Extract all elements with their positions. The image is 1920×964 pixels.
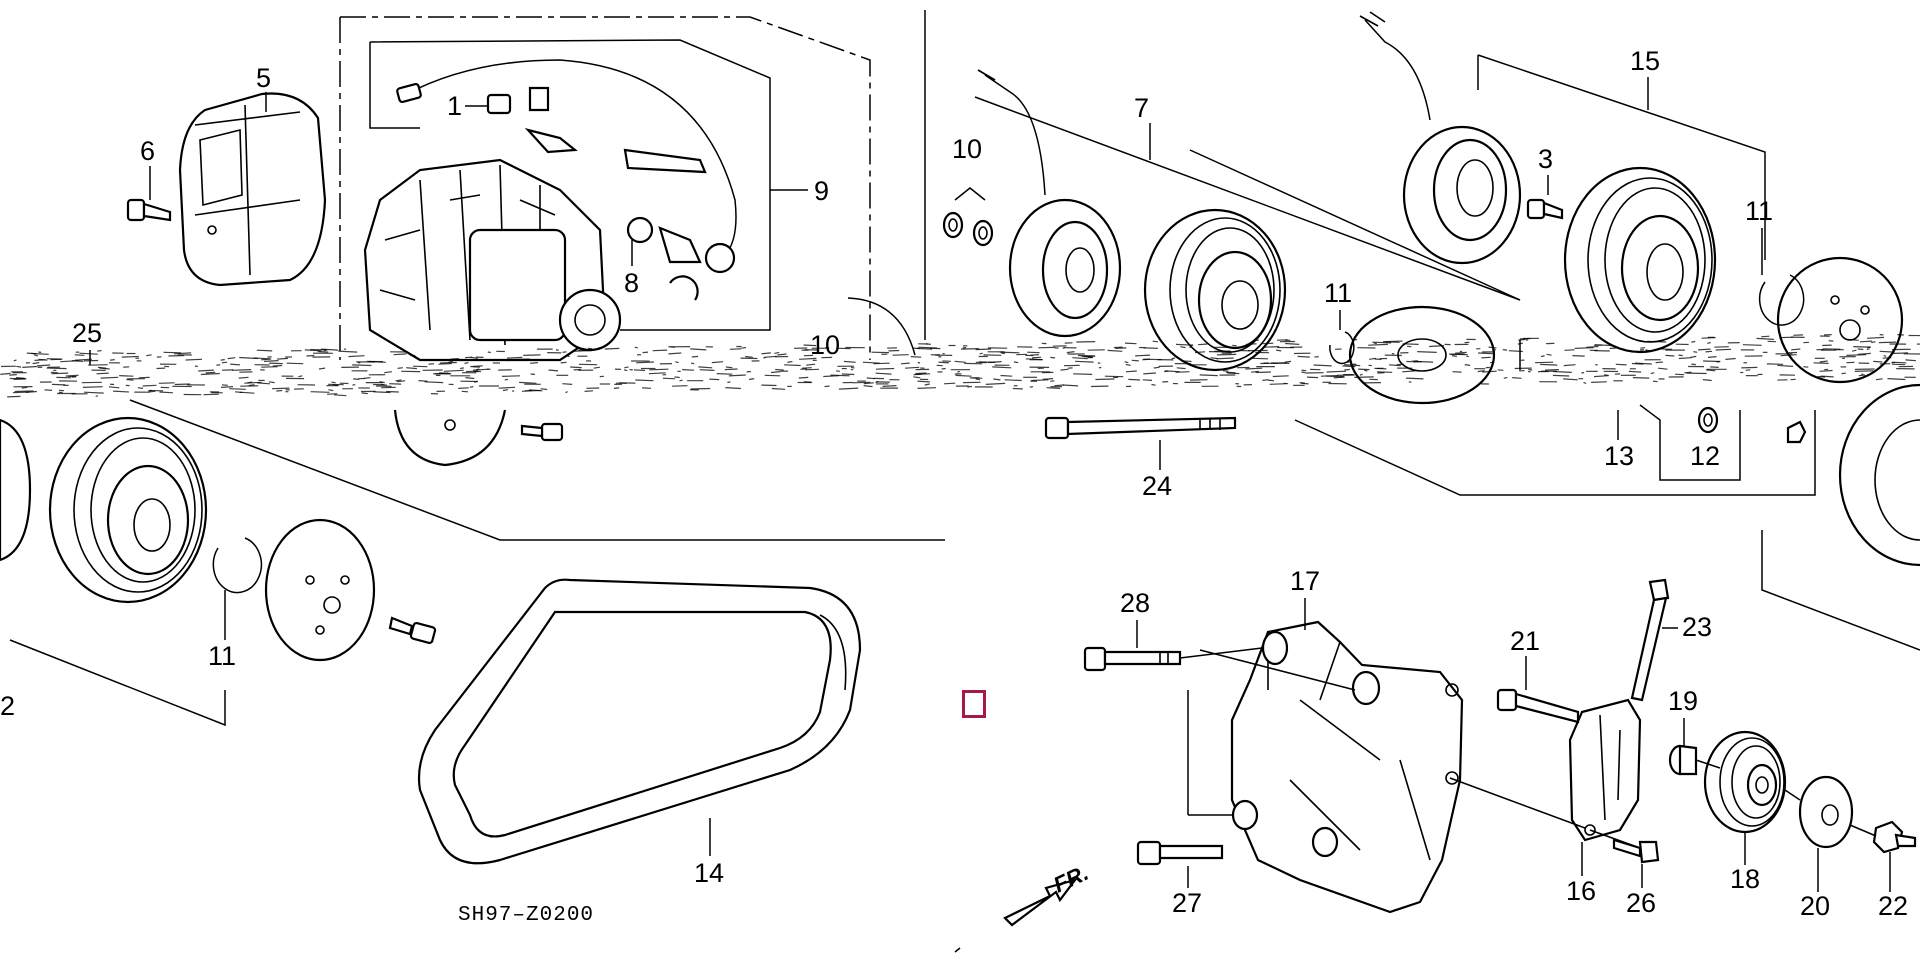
pulley-part-left[interactable] [50,418,206,602]
switch-part-1[interactable] [488,88,575,152]
pulley-part[interactable] [1145,210,1285,370]
callout-12: 12 [1690,441,1720,471]
bolt-part-left[interactable] [390,618,436,644]
callout-1: 1 [447,91,462,121]
field-coil-part-2[interactable] [978,70,1120,336]
callout-26: 26 [1626,888,1656,918]
callout-16: 16 [1566,876,1596,906]
callout-24: 24 [1142,471,1172,501]
bolt-part-26[interactable] [1614,840,1658,862]
selection-marker[interactable] [962,690,986,718]
cover-plate-part[interactable] [180,94,325,286]
callout-19: 19 [1668,686,1698,716]
callout-7: 7 [1134,93,1149,123]
armature-plate-part-left[interactable] [266,520,374,660]
long-bolt-part-24[interactable] [1046,418,1235,438]
callout-14: 14 [694,858,724,888]
pulley-part-2[interactable] [1565,168,1715,352]
idler-pulley-part-18[interactable] [1705,732,1785,832]
armature-plate-part-2[interactable] [1350,307,1494,403]
callout-9: 9 [814,176,829,206]
snap-ring-part-left[interactable] [213,538,261,593]
callout-3: 3 [1538,144,1553,174]
callout-6: 6 [140,136,155,166]
callout-10-top: 10 [952,134,982,164]
valve-part-8[interactable] [625,150,734,300]
drive-belt-part[interactable] [419,580,860,864]
callout-15: 15 [1630,46,1660,76]
pulley-part-right-edge[interactable] [1840,385,1920,565]
bolt-part-6[interactable] [128,200,170,220]
field-coil-part[interactable] [1360,12,1520,263]
callout-23: 23 [1682,612,1712,642]
callout-25: 25 [72,318,102,348]
callout-13: 13 [1604,441,1634,471]
callout-18: 18 [1730,864,1760,894]
compressor-part[interactable] [365,160,620,360]
bolt-part-3[interactable] [1528,200,1562,218]
bolt-part-27[interactable] [1138,842,1222,864]
callout-17: 17 [1290,566,1320,596]
callout-11-right: 11 [1745,196,1773,226]
front-direction-arrow: FR. [1005,860,1092,925]
shim-part-10[interactable] [944,188,992,245]
spacer-part-19[interactable] [1670,746,1696,774]
callout-5: 5 [256,63,271,93]
callout-28: 28 [1120,588,1150,618]
bolt-part-28[interactable] [1085,648,1180,670]
bolt-part-mid[interactable] [522,424,562,440]
nut-part-22[interactable] [1874,822,1915,852]
callout-2: 2 [0,691,15,721]
bracket-part-17[interactable] [1232,622,1462,912]
callout-22: 22 [1878,891,1908,921]
nut-washer-part[interactable] [1699,408,1805,442]
tensioner-bracket-part-16[interactable] [1570,700,1640,840]
armature-plate-fragment [395,410,505,465]
callout-21: 21 [1510,626,1540,656]
callout-11-left: 11 [208,641,236,671]
washer-part-20[interactable] [1800,777,1852,847]
bolt-part-21[interactable] [1498,690,1578,722]
callout-8: 8 [624,268,639,298]
callout-20: 20 [1800,891,1830,921]
drawing-code: SH97–Z0200 [458,904,594,927]
callout-27: 27 [1172,888,1202,918]
callout-11-mid: 11 [1324,278,1352,308]
bolt-part-23[interactable] [1632,580,1668,700]
field-coil-part-left[interactable] [0,420,30,560]
